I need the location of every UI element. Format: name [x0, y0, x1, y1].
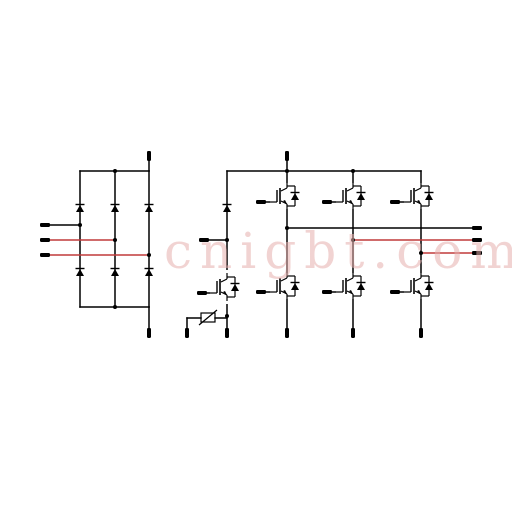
- dc-plus-terminal: [147, 151, 151, 161]
- diode-icon: [109, 267, 121, 277]
- diode-icon: [109, 203, 121, 213]
- output-terminal-w: [472, 251, 482, 255]
- igbt-icon: [334, 271, 367, 301]
- ntc-thermistor-icon: [185, 309, 228, 338]
- igbt-icon: [268, 181, 301, 211]
- igbt-icon: [402, 181, 435, 211]
- gate-terminal: [256, 200, 266, 204]
- igbt-icon: [268, 271, 301, 301]
- brake-emitter-terminal: [225, 328, 229, 338]
- output-terminal-v: [472, 238, 482, 242]
- leg-emitter-terminal: [351, 328, 355, 338]
- diode-icon: [221, 203, 233, 213]
- dc-bus-plus-terminal: [285, 151, 289, 161]
- igbt-icon: [402, 271, 435, 301]
- leg-emitter-terminal: [419, 328, 423, 338]
- output-terminal-u: [472, 226, 482, 230]
- diode-icon: [74, 203, 86, 213]
- igbt-icon: [334, 181, 367, 211]
- gate-terminal: [322, 290, 332, 294]
- diode-icon: [143, 203, 155, 213]
- gate-terminal: [197, 291, 207, 295]
- brake-chopper: [185, 170, 422, 338]
- diode-icon: [74, 267, 86, 277]
- ac-input-terminal: [40, 253, 50, 257]
- brake-terminal: [199, 238, 209, 242]
- gate-terminal: [390, 200, 400, 204]
- gate-terminal: [322, 200, 332, 204]
- diode-icon: [143, 267, 155, 277]
- rectifier-bridge: [40, 151, 155, 338]
- leg-emitter-terminal: [285, 328, 289, 338]
- dc-minus-terminal: [147, 328, 151, 338]
- inverter-bridge: [256, 151, 482, 338]
- ac-input-terminal: [40, 238, 50, 242]
- ac-input-terminal: [40, 223, 50, 227]
- gate-terminal: [256, 290, 266, 294]
- gate-terminal: [390, 290, 400, 294]
